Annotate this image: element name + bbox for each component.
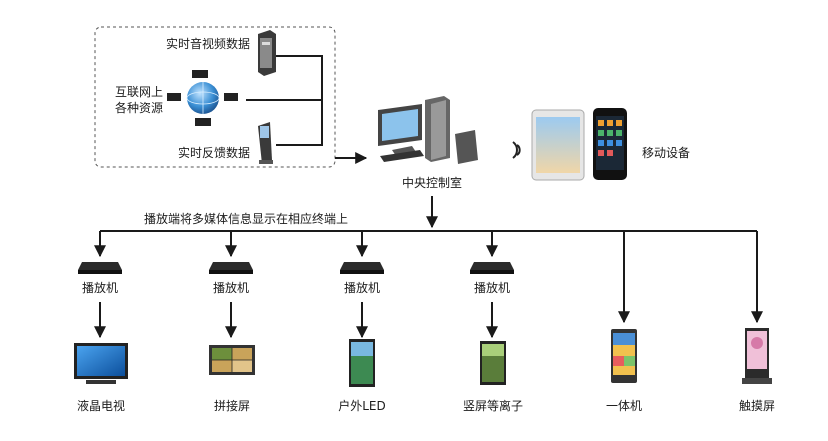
feedback-kiosk-icon	[258, 122, 273, 164]
control-room-label: 中央控制室	[401, 176, 463, 190]
lcd-tv-icon	[74, 343, 128, 384]
mobile-device-label: 移动设备	[642, 146, 691, 160]
bus-drops	[94, 231, 763, 324]
source-realtime-av-label: 实时音视频数据	[165, 37, 250, 51]
server-tower-icon	[258, 30, 276, 76]
player-label: 播放机	[212, 281, 250, 295]
player-box-icon	[209, 262, 253, 274]
outdoor-led-icon	[349, 339, 375, 387]
source-internet-line1: 互联网上	[114, 85, 163, 99]
source-group-box	[94, 26, 336, 168]
player-to-terminal-arrows	[94, 302, 498, 339]
player-box-icon	[78, 262, 122, 274]
control-computer-icon	[378, 96, 478, 164]
player-box-icon	[340, 262, 384, 274]
source-connectors	[246, 55, 323, 146]
terminal-label-touch-screen: 触摸屏	[738, 399, 776, 413]
wireless-signal-icon	[512, 141, 521, 159]
terminal-label-outdoor-led: 户外LED	[338, 399, 386, 413]
terminal-label-all-in-one: 一体机	[605, 399, 643, 413]
source-feedback-label: 实时反馈数据	[177, 146, 250, 160]
broadcast-note-label: 播放端将多媒体信息显示在相应终端上	[144, 212, 349, 226]
player-label: 播放机	[81, 281, 119, 295]
source-internet-line2: 各种资源	[114, 101, 163, 115]
splice-screen-icon	[209, 345, 255, 375]
player-box-icon	[470, 262, 514, 274]
all-in-one-icon	[611, 329, 637, 383]
terminal-label-lcd-tv: 液晶电视	[76, 399, 126, 413]
terminal-label-splice-screen: 拼接屏	[213, 399, 251, 413]
internet-globe-icon	[167, 70, 238, 126]
source-internet-label: 互联网上 各种资源	[95, 84, 163, 116]
touch-kiosk-icon	[742, 328, 772, 384]
player-label: 播放机	[473, 281, 511, 295]
tablet-icon	[531, 109, 585, 181]
player-label: 播放机	[343, 281, 381, 295]
terminal-label-vertical-plasma: 竖屏等离子	[462, 399, 524, 413]
vertical-plasma-icon	[480, 341, 506, 385]
phone-icon	[593, 108, 627, 180]
